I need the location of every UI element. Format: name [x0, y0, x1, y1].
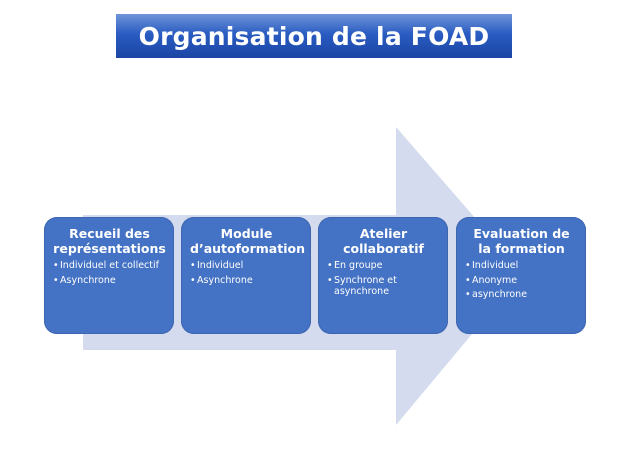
step-box-evaluation: Evaluation de la formation •Individuel •…: [456, 217, 586, 334]
bullet-item: •Individuel: [190, 260, 244, 271]
step-title: Recueil des représentations: [53, 226, 166, 256]
step-box-atelier: Atelier collaboratif •En groupe •Synchro…: [318, 217, 448, 334]
bullet-item: •Individuel: [465, 260, 519, 271]
page-title: Organisation de la FOAD: [138, 21, 490, 51]
step-box-module: Module d’autoformation •Individuel •Asyn…: [181, 217, 311, 334]
step-title: Evaluation de la formation: [473, 226, 570, 256]
step-bullets: •En groupe •Synchrone et asynchrone: [327, 260, 440, 298]
bullet-item: •Asynchrone: [190, 274, 253, 286]
step-bullets: •Individuel •Anonyme •asynchrone: [465, 260, 578, 301]
step-bullets: •Individuel et collectif •Asynchrone: [53, 260, 166, 286]
bullet-item: •Individuel et collectif: [53, 260, 159, 271]
title-banner: Organisation de la FOAD: [116, 14, 512, 58]
bullet-item: •Asynchrone: [53, 274, 116, 286]
bullet-item: •Synchrone et asynchrone: [327, 274, 397, 298]
bullet-item: •asynchrone: [465, 289, 528, 300]
step-bullets: •Individuel •Asynchrone: [190, 260, 303, 286]
step-title: Module d’autoformation: [190, 226, 305, 256]
step-title: Atelier collaboratif: [343, 226, 424, 256]
step-box-recueil: Recueil des représentations •Individuel …: [44, 217, 174, 334]
bullet-item: •Anonyme: [465, 274, 518, 286]
bullet-item: •En groupe: [327, 260, 383, 271]
